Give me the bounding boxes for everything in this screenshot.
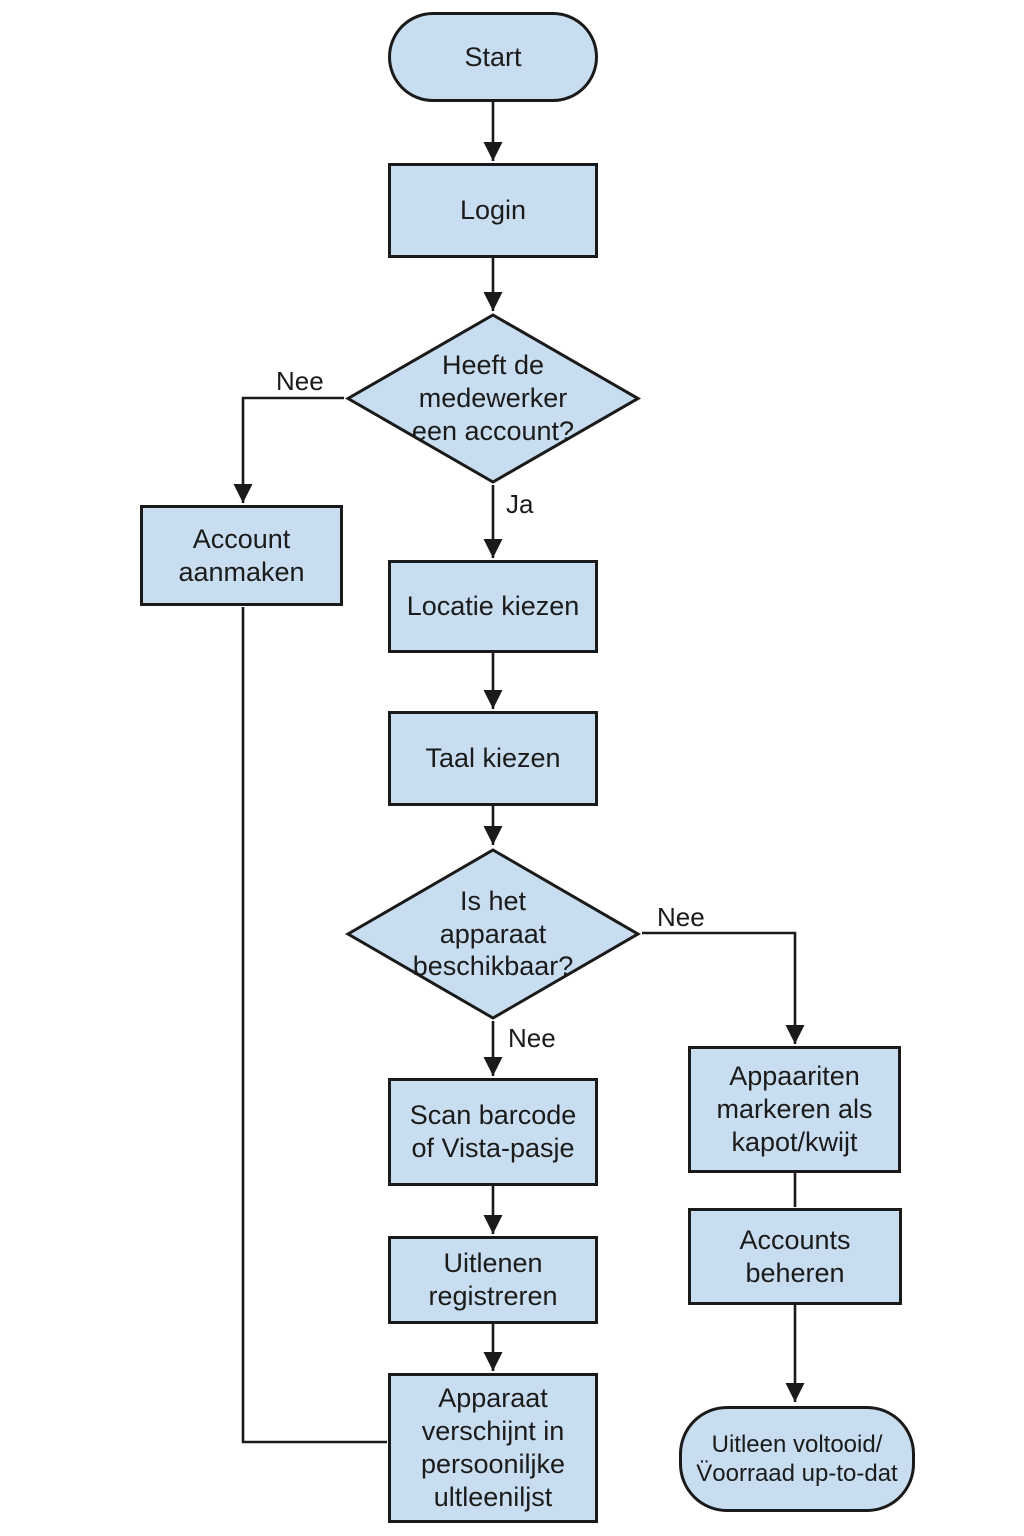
node-apparaat-verschijnt: Apparaat verschijnt in persooniljke ultl…	[388, 1373, 598, 1523]
node-accounts-beheren-label: Accounts beheren	[739, 1224, 851, 1288]
node-login: Login	[388, 163, 598, 258]
node-login-label: Login	[459, 195, 527, 226]
decision-heeft-account-label: Heeft de medewerker een account?	[411, 350, 575, 446]
edge-decision2-apparaten-markeren	[642, 931, 805, 1044]
node-apparaten-markeren: Appaariten markeren als kapot/kwijt	[688, 1046, 901, 1173]
node-scan-barcode: Scan barcode of Vista-pasje	[388, 1078, 598, 1186]
edge-label-nee-account: Nee	[276, 366, 324, 396]
edge-label-nee-omlaag: Nee	[508, 1023, 556, 1053]
node-apparaten-markeren-label: Appaariten markeren als kapot/kwijt	[716, 1061, 873, 1157]
decision-apparaat-beschikbaar: Is het apparaat beschikbaar?	[345, 847, 641, 1021]
node-scan-barcode-label: Scan barcode of Vista-pasje	[409, 1100, 577, 1163]
node-uitleen-voltooid-label: Uitleen voltooid/ V̈oorraad up-to-dat	[696, 1430, 898, 1487]
node-apparaat-verschijnt-label: Apparaat verschijnt in persooniljke ultl…	[420, 1383, 566, 1512]
diamond-shape-icon	[345, 848, 641, 1020]
edge-decision1-account-aanmaken	[233, 396, 344, 503]
edge-account-aanmaken-apparaat	[241, 607, 387, 1444]
node-locatie-kiezen: Locatie kiezen	[388, 560, 598, 653]
node-taal-kiezen: Taal kiezen	[388, 711, 598, 806]
node-account-aanmaken-label: Account aanmaken	[178, 523, 305, 587]
node-locatie-kiezen-label: Locatie kiezen	[406, 591, 580, 622]
node-uitlenen-registreren-label: Uitlenen registreren	[428, 1248, 558, 1311]
node-uitleen-voltooid: Uitleen voltooid/ V̈oorraad up-to-dat	[679, 1406, 915, 1512]
diamond-shape-icon	[345, 313, 641, 484]
decision-apparaat-beschikbaar-label: Is het apparaat beschikbaar?	[412, 885, 574, 982]
node-taal-kiezen-label: Taal kiezen	[425, 743, 561, 774]
decision-heeft-account: Heeft de medewerker een account?	[345, 312, 641, 485]
node-start: Start	[388, 12, 598, 102]
edge-label-nee-rechts: Nee	[657, 902, 705, 932]
node-accounts-beheren: Accounts beheren	[688, 1208, 902, 1305]
node-uitlenen-registreren: Uitlenen registreren	[388, 1236, 598, 1324]
edge-label-ja: Ja	[506, 489, 534, 519]
node-account-aanmaken: Account aanmaken	[140, 505, 343, 606]
node-start-label: Start	[464, 41, 522, 72]
